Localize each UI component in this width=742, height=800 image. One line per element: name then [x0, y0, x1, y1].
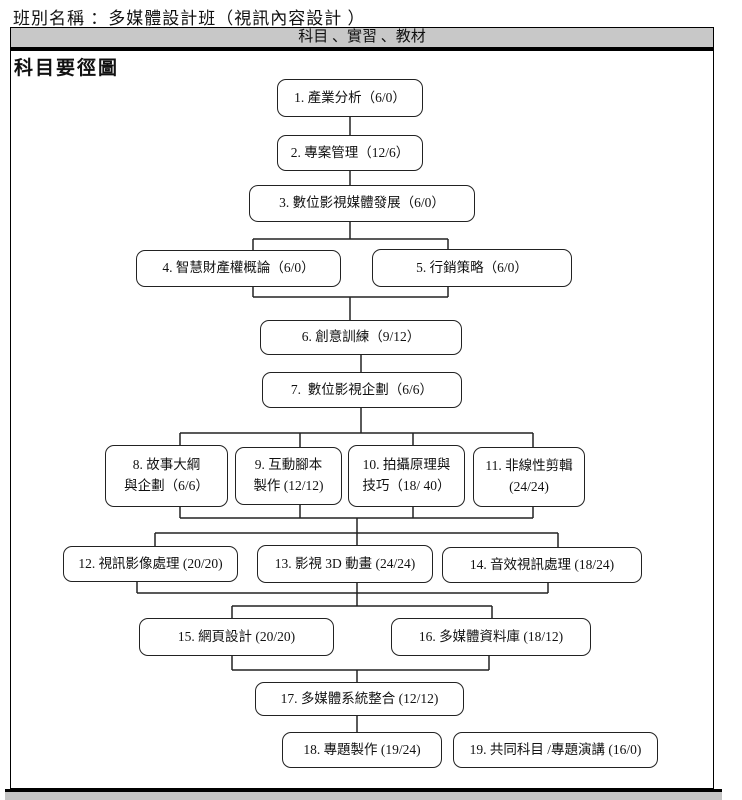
flow-node-label: 7. 數位影視企劃（6/6）: [290, 381, 434, 397]
flow-node-label: 與企劃（6/6）: [124, 478, 209, 493]
flow-node-7: 7. 數位影視企劃（6/6）: [262, 372, 462, 408]
flow-node-16: 16. 多媒體資料庫 (18/12): [391, 618, 591, 656]
flow-node-label: (24/24): [509, 479, 549, 494]
flow-node-6: 6. 創意訓練（9/12）: [260, 320, 462, 355]
diagram-heading: 科目要徑圖: [14, 58, 120, 79]
flow-node-label: 16. 多媒體資料庫 (18/12): [418, 628, 564, 644]
flow-node-5: 5. 行銷策略（6/0）: [372, 249, 572, 287]
flow-node-12: 12. 視訊影像處理 (20/20): [63, 546, 238, 582]
table-header-bar: 科目 、實習 、教材: [10, 27, 714, 48]
flow-node-9: 9. 互動腳本 製作 (12/12): [235, 447, 342, 505]
flow-node-label: 18. 專題製作 (19/24): [303, 741, 421, 757]
flow-node-label: 17. 多媒體系統整合 (12/12): [280, 690, 439, 706]
flow-node-3: 3. 數位影視媒體發展（6/0）: [249, 185, 475, 222]
flow-node-15: 15. 網頁設計 (20/20): [139, 618, 334, 656]
diagram-frame: [10, 48, 714, 789]
flow-node-19: 19. 共同科目 /專題演講 (16/0): [453, 732, 658, 768]
flow-node-label: 2. 專案管理（12/6）: [290, 144, 410, 160]
flow-node-label: 12. 視訊影像處理 (20/20): [78, 555, 223, 571]
flow-node-1: 1. 產業分析（6/0）: [277, 79, 423, 117]
flow-node-17: 17. 多媒體系統整合 (12/12): [255, 682, 464, 716]
flow-node-label: 4. 智慧財產權概論（6/0）: [162, 260, 315, 276]
flow-node-label: 11. 非線性剪輯: [485, 458, 573, 474]
flow-node-label: 製作 (12/12): [253, 478, 324, 493]
flow-node-label: 6. 創意訓練（9/12）: [301, 329, 421, 345]
flow-node-label: 8. 故事大綱: [132, 457, 201, 473]
flow-node-4: 4. 智慧財產權概論（6/0）: [136, 250, 341, 287]
flow-node-label: 5. 行銷策略（6/0）: [416, 259, 528, 275]
flow-node-label: 10. 拍攝原理與: [362, 457, 451, 473]
flow-node-label: 3. 數位影視媒體發展（6/0）: [279, 195, 445, 211]
flow-node-2: 2. 專案管理（12/6）: [277, 135, 423, 171]
flow-node-label: 1. 產業分析（6/0）: [294, 89, 406, 105]
class-name-line: 班別名稱 ：多媒體設計班（視訊內容設計 ）: [13, 9, 366, 28]
flow-node-8: 8. 故事大綱 與企劃（6/6）: [105, 445, 228, 507]
flow-node-label: 14. 音效視訊處理 (18/24): [469, 556, 615, 572]
flow-node-label: 19. 共同科目 /專題演講 (16/0): [469, 741, 642, 757]
flow-node-10: 10. 拍攝原理與 技巧（18/ 40）: [348, 445, 465, 507]
flow-node-label: 13. 影視 3D 動畫 (24/24): [274, 555, 416, 571]
flow-node-label: 9. 互動腳本: [254, 457, 323, 473]
table-header-label: 科目 、實習 、教材: [298, 29, 426, 45]
flow-node-11: 11. 非線性剪輯 (24/24): [473, 447, 585, 507]
flow-node-label: 技巧（18/ 40）: [362, 478, 451, 493]
flow-node-label: 15. 網頁設計 (20/20): [177, 628, 296, 644]
flow-node-13: 13. 影視 3D 動畫 (24/24): [257, 545, 433, 583]
next-section-header-bar: [5, 789, 722, 800]
flow-node-14: 14. 音效視訊處理 (18/24): [442, 547, 642, 583]
flow-node-18: 18. 專題製作 (19/24): [282, 732, 442, 768]
